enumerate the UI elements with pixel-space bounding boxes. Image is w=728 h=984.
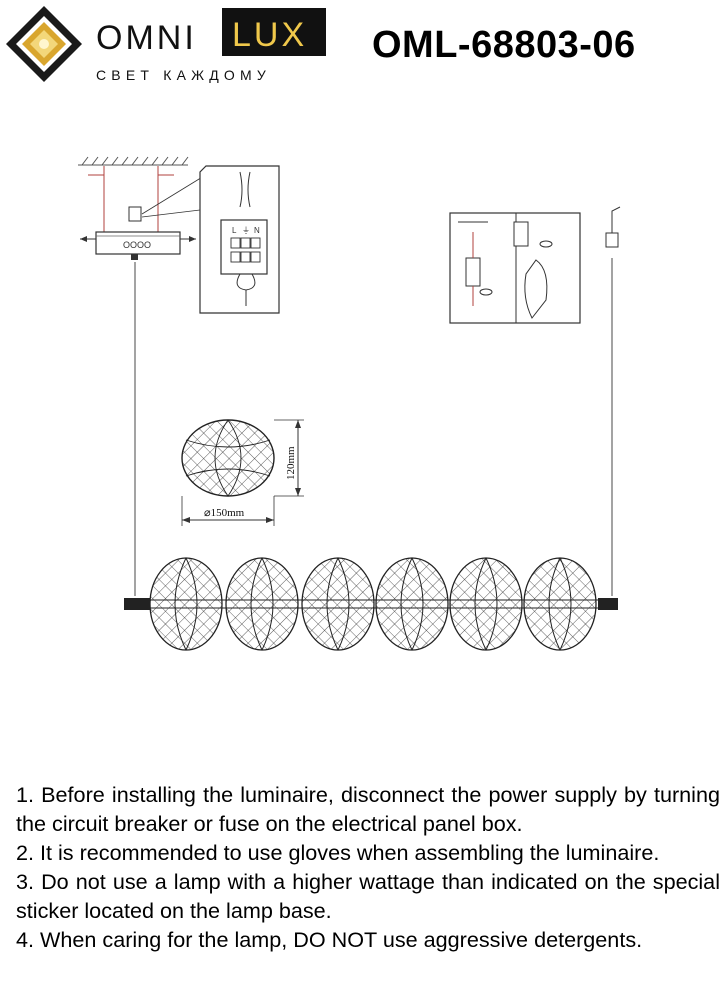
canopy-label: OOOO xyxy=(123,240,151,250)
canopy: OOOO xyxy=(80,206,196,260)
assembly-inset xyxy=(449,212,581,324)
terminal-label-earth: ⏚ xyxy=(242,226,250,235)
note-2: 2. It is recommended to use gloves when … xyxy=(16,840,660,865)
shade-1 xyxy=(149,557,223,651)
note-4: 4. When caring for the lamp, DO NOT use … xyxy=(16,927,643,952)
right-suspension xyxy=(134,206,621,596)
shade-5 xyxy=(449,557,523,651)
diamond-logo-icon xyxy=(6,6,82,82)
note-1: 1. Before installing the luminaire, disc… xyxy=(16,782,720,836)
note-3: 3. Do not use a lamp with a higher watta… xyxy=(16,869,720,923)
wiring-callout: L ⏚ N xyxy=(141,165,280,314)
ceiling-hatch xyxy=(78,156,189,166)
shade-3 xyxy=(301,557,375,651)
shade-detail: 120mm ⌀150mm xyxy=(181,419,304,526)
dimension-height: 120mm xyxy=(285,446,297,480)
brand-tagline: СВЕТ КАЖДОМУ xyxy=(96,67,271,83)
dimension-diameter: ⌀150mm xyxy=(204,507,245,519)
installation-drawing: OOOO L ⏚ N xyxy=(78,156,621,651)
omnilux-logo: OMNI LUX СВЕТ КАЖДОМУ xyxy=(6,6,326,83)
safety-notes: 1. Before installing the luminaire, disc… xyxy=(16,780,720,954)
terminal-label-l: L xyxy=(232,226,237,235)
shade-2 xyxy=(225,557,299,651)
lux-box xyxy=(222,8,326,56)
shade-row xyxy=(149,557,597,651)
terminal-label-n: N xyxy=(254,226,260,235)
brand-name-omni: OMNI xyxy=(96,19,197,57)
model-number: OML-68803-06 xyxy=(372,24,636,66)
mounting-bracket xyxy=(88,166,174,232)
brand-name-lux: LUX xyxy=(232,16,307,54)
shade-4 xyxy=(375,557,449,651)
shade-6 xyxy=(523,557,597,651)
